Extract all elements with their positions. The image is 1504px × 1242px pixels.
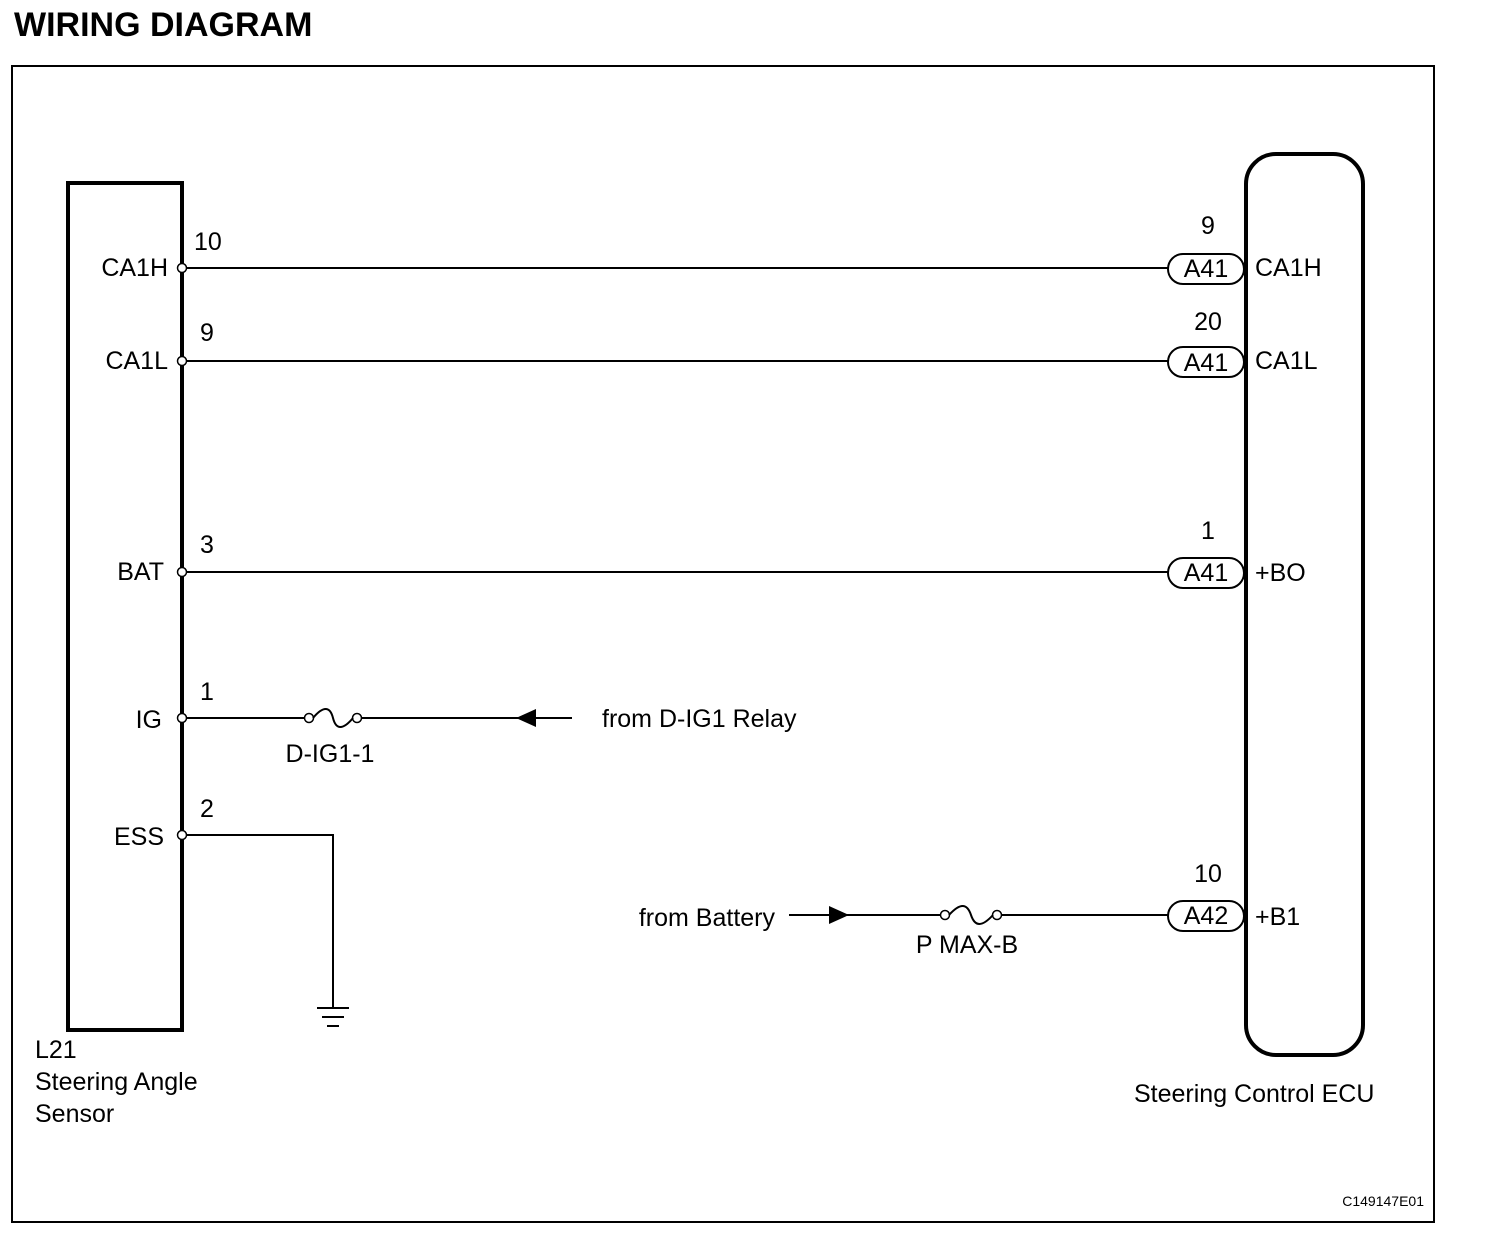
arrow-left-icon [516, 709, 536, 727]
connector-a42-pin10 [1167, 900, 1245, 932]
ground-icon [317, 1007, 349, 1027]
ecu-pin-1: 1 [1201, 517, 1215, 545]
sensor-signal-ig: IG [136, 706, 162, 734]
terminal-ess [176, 829, 188, 841]
terminal-ca1h [176, 262, 188, 274]
figure-code: C149147E01 [1342, 1193, 1424, 1209]
ecu-signal-ca1h: CA1H [1255, 254, 1322, 282]
terminal-ig [176, 712, 188, 724]
arrow-right-icon [829, 906, 849, 924]
wire-ess: ESS 2 [114, 795, 349, 1027]
wire-ca1l: CA1L 9 A41 20 CA1L [105, 308, 1318, 378]
steering-angle-sensor-box [66, 181, 184, 1032]
ecu-pin-20: 20 [1194, 308, 1222, 336]
steering-control-ecu-box [1244, 152, 1365, 1057]
wire-b1: from Battery P MAX-B A42 10 +B1 [639, 860, 1300, 959]
sensor-name-line2: Sensor [35, 1100, 114, 1128]
sensor-connector-code: L21 [35, 1036, 77, 1064]
ecu-signal-bo: +BO [1255, 559, 1306, 587]
source-battery: from Battery [639, 904, 776, 932]
connector-label-a41-pin1: A41 [1184, 559, 1228, 587]
ecu-name: Steering Control ECU [1134, 1080, 1374, 1108]
ecu-pin-9: 9 [1201, 212, 1215, 240]
sensor-pin-ess: 2 [200, 795, 214, 823]
fuse-label-d-ig1-1: D-IG1-1 [286, 740, 375, 768]
connector-a41-pin1 [1167, 557, 1245, 589]
fuse-icon [303, 708, 363, 728]
connector-label-a41-pin9: A41 [1184, 255, 1228, 283]
fuse-icon [939, 905, 1003, 925]
terminal-ca1l [176, 355, 188, 367]
fuse-label-p-max-b: P MAX-B [916, 931, 1018, 959]
connector-a41-pin9 [1167, 253, 1245, 285]
ecu-pin-10: 10 [1194, 860, 1222, 888]
ecu-signal-ca1l: CA1L [1255, 347, 1318, 375]
sensor-pin-bat: 3 [200, 531, 214, 559]
connector-label-a41-pin20: A41 [1184, 349, 1228, 377]
sensor-pin-ca1l: 9 [200, 319, 214, 347]
terminal-bat [176, 566, 188, 578]
page-title: WIRING DIAGRAM [14, 6, 312, 44]
sensor-pin-ig: 1 [200, 678, 214, 706]
wire-ca1h: CA1H 10 A41 9 CA1H [101, 212, 1322, 285]
connector-a41-pin20 [1167, 346, 1245, 378]
connector-label-a42-pin10: A42 [1184, 902, 1228, 930]
sensor-signal-ess: ESS [114, 823, 164, 851]
sensor-name-line1: Steering Angle [35, 1068, 198, 1096]
source-d-ig1-relay: from D-IG1 Relay [602, 705, 797, 733]
sensor-signal-ca1l: CA1L [105, 347, 168, 375]
ecu-signal-b1: +B1 [1255, 903, 1300, 931]
diagram-frame [11, 65, 1435, 1223]
wire-bat: BAT 3 A41 1 +BO [117, 517, 1306, 589]
wire-ig: IG 1 D-IG1-1 from D-IG1 Relay [136, 678, 797, 768]
sensor-pin-ca1h: 10 [194, 228, 222, 256]
sensor-signal-bat: BAT [117, 558, 164, 586]
sensor-signal-ca1h: CA1H [101, 254, 168, 282]
